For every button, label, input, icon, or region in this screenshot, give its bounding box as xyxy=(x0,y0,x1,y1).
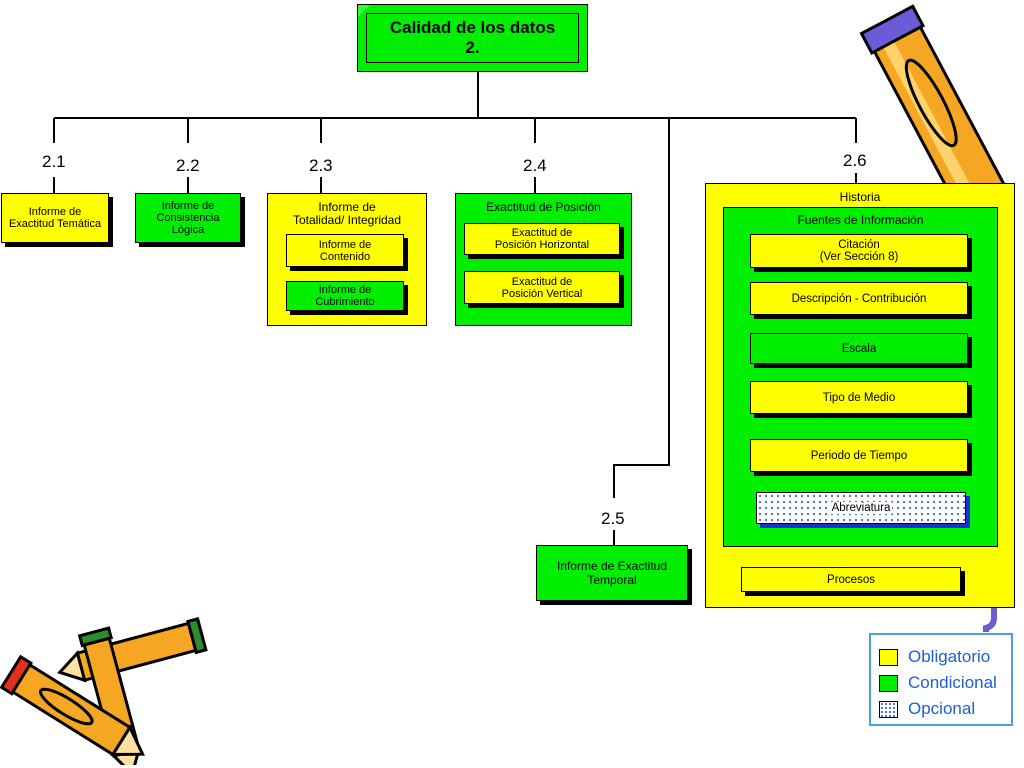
legend-label-obligatorio: Obligatorio xyxy=(908,647,991,666)
node-2-3-title1: Informe de xyxy=(318,200,376,214)
citacion-line2: (Ver Sección 8) xyxy=(819,251,899,263)
legend-item-obligatorio: Obligatorio xyxy=(879,647,990,667)
branch-number-2-1: 2.1 xyxy=(42,152,66,171)
branch-number-2-2: 2.2 xyxy=(176,156,200,175)
node-posicion-vertical: Exactitud de Posición Vertical xyxy=(464,271,620,304)
abreviatura-label: Abreviatura xyxy=(829,502,893,514)
node-2-3-1-line1: Informe de xyxy=(318,238,372,251)
node-2-5-line2: Temporal xyxy=(587,573,637,587)
node-2-2-line1: Informe de xyxy=(161,200,215,212)
node-informe-cubrimiento: Informe de Cubrimiento xyxy=(286,281,404,311)
node-consistencia-logica: Informe de Consistencia Lógica xyxy=(135,193,241,243)
branch-number-2-6: 2.6 xyxy=(843,151,867,170)
fuentes-item-tipo-medio: Tipo de Medio xyxy=(750,381,968,414)
root-node: Calidad de los datos 2. xyxy=(357,4,588,72)
legend-swatch-condicional xyxy=(879,674,898,692)
node-2-1-line1: Informe de xyxy=(28,206,82,218)
node-2-2-line3: Lógica xyxy=(171,224,205,236)
citacion-line1: Citación xyxy=(838,239,880,251)
legend-label-opcional: Opcional xyxy=(908,699,976,718)
legend-item-opcional: Opcional xyxy=(879,699,975,719)
node-2-3-1-line2: Contenido xyxy=(319,250,371,263)
legend-label-condicional: Condicional xyxy=(908,673,997,692)
node-2-2-line2: Consistencia xyxy=(156,212,220,224)
legend-swatch-obligatorio xyxy=(879,648,898,666)
crossed-pencils-icon xyxy=(0,617,208,765)
node-fuentes-informacion: Fuentes de Información Citación (Ver Sec… xyxy=(723,207,998,547)
node-2-4-1-line2: Posición Horizontal xyxy=(494,239,590,251)
node-2-5-line1: Informe de Exactitud xyxy=(556,559,668,573)
legend-item-condicional: Condicional xyxy=(879,673,997,693)
pencil-icon xyxy=(859,4,1006,202)
fuentes-item-periodo-tiempo: Periodo de Tiempo xyxy=(750,439,968,472)
node-historia: Historia Fuentes de Información Citación… xyxy=(705,183,1015,608)
node-totalidad-integridad: Informe de Totalidad/ Integridad Informe… xyxy=(267,193,427,326)
node-2-3-title2: Totalidad/ Integridad xyxy=(292,213,402,227)
clip-icon xyxy=(983,608,997,632)
periodo-tiempo-label: Periodo de Tiempo xyxy=(810,449,908,462)
node-2-3-2-line1: Informe de xyxy=(318,284,372,296)
node-exactitud-temporal: Informe de Exactitud Temporal xyxy=(536,545,688,601)
branch-number-2-5: 2.5 xyxy=(601,509,625,528)
node-2-3-2-line2: Cubrimiento xyxy=(315,296,375,308)
node-2-4-2-line2: Posición Vertical xyxy=(501,287,583,300)
fuentes-item-citacion: Citación (Ver Sección 8) xyxy=(750,234,968,268)
branch-number-2-4: 2.4 xyxy=(523,156,547,175)
node-2-4-1-line1: Exactitud de xyxy=(511,227,573,239)
node-2-4-2-line1: Exactitud de xyxy=(511,275,573,288)
tipo-medio-label: Tipo de Medio xyxy=(822,391,896,404)
branch-number-2-3: 2.3 xyxy=(309,156,333,175)
node-posicion-horizontal: Exactitud de Posición Horizontal xyxy=(464,223,620,255)
node-informe-contenido: Informe de Contenido xyxy=(286,234,404,267)
node-2-1-line2: Exactitud Temática xyxy=(8,218,102,230)
node-exactitud-posicion: Exactitud de Posición Exactitud de Posic… xyxy=(455,193,632,326)
escala-label: Escala xyxy=(841,342,877,355)
node-2-6-title: Historia xyxy=(839,190,881,204)
legend: Obligatorio Condicional Opcional xyxy=(869,633,1013,726)
node-2-4-title: Exactitud de Posición xyxy=(486,200,601,214)
fuentes-item-abreviatura: Abreviatura xyxy=(756,492,966,524)
fuentes-item-escala: Escala xyxy=(750,333,968,364)
procesos-label: Procesos xyxy=(827,573,875,586)
node-procesos: Procesos xyxy=(741,567,961,592)
legend-swatch-opcional xyxy=(879,700,898,718)
fuentes-item-descripcion: Descripción - Contribución xyxy=(750,282,968,315)
root-number: 2. xyxy=(465,38,480,57)
fuentes-title: Fuentes de Información xyxy=(797,213,924,227)
descripcion-label: Descripción - Contribución xyxy=(791,292,927,305)
root-title: Calidad de los datos xyxy=(389,18,556,37)
node-exactitud-tematica: Informe de Exactitud Temática xyxy=(1,193,109,243)
